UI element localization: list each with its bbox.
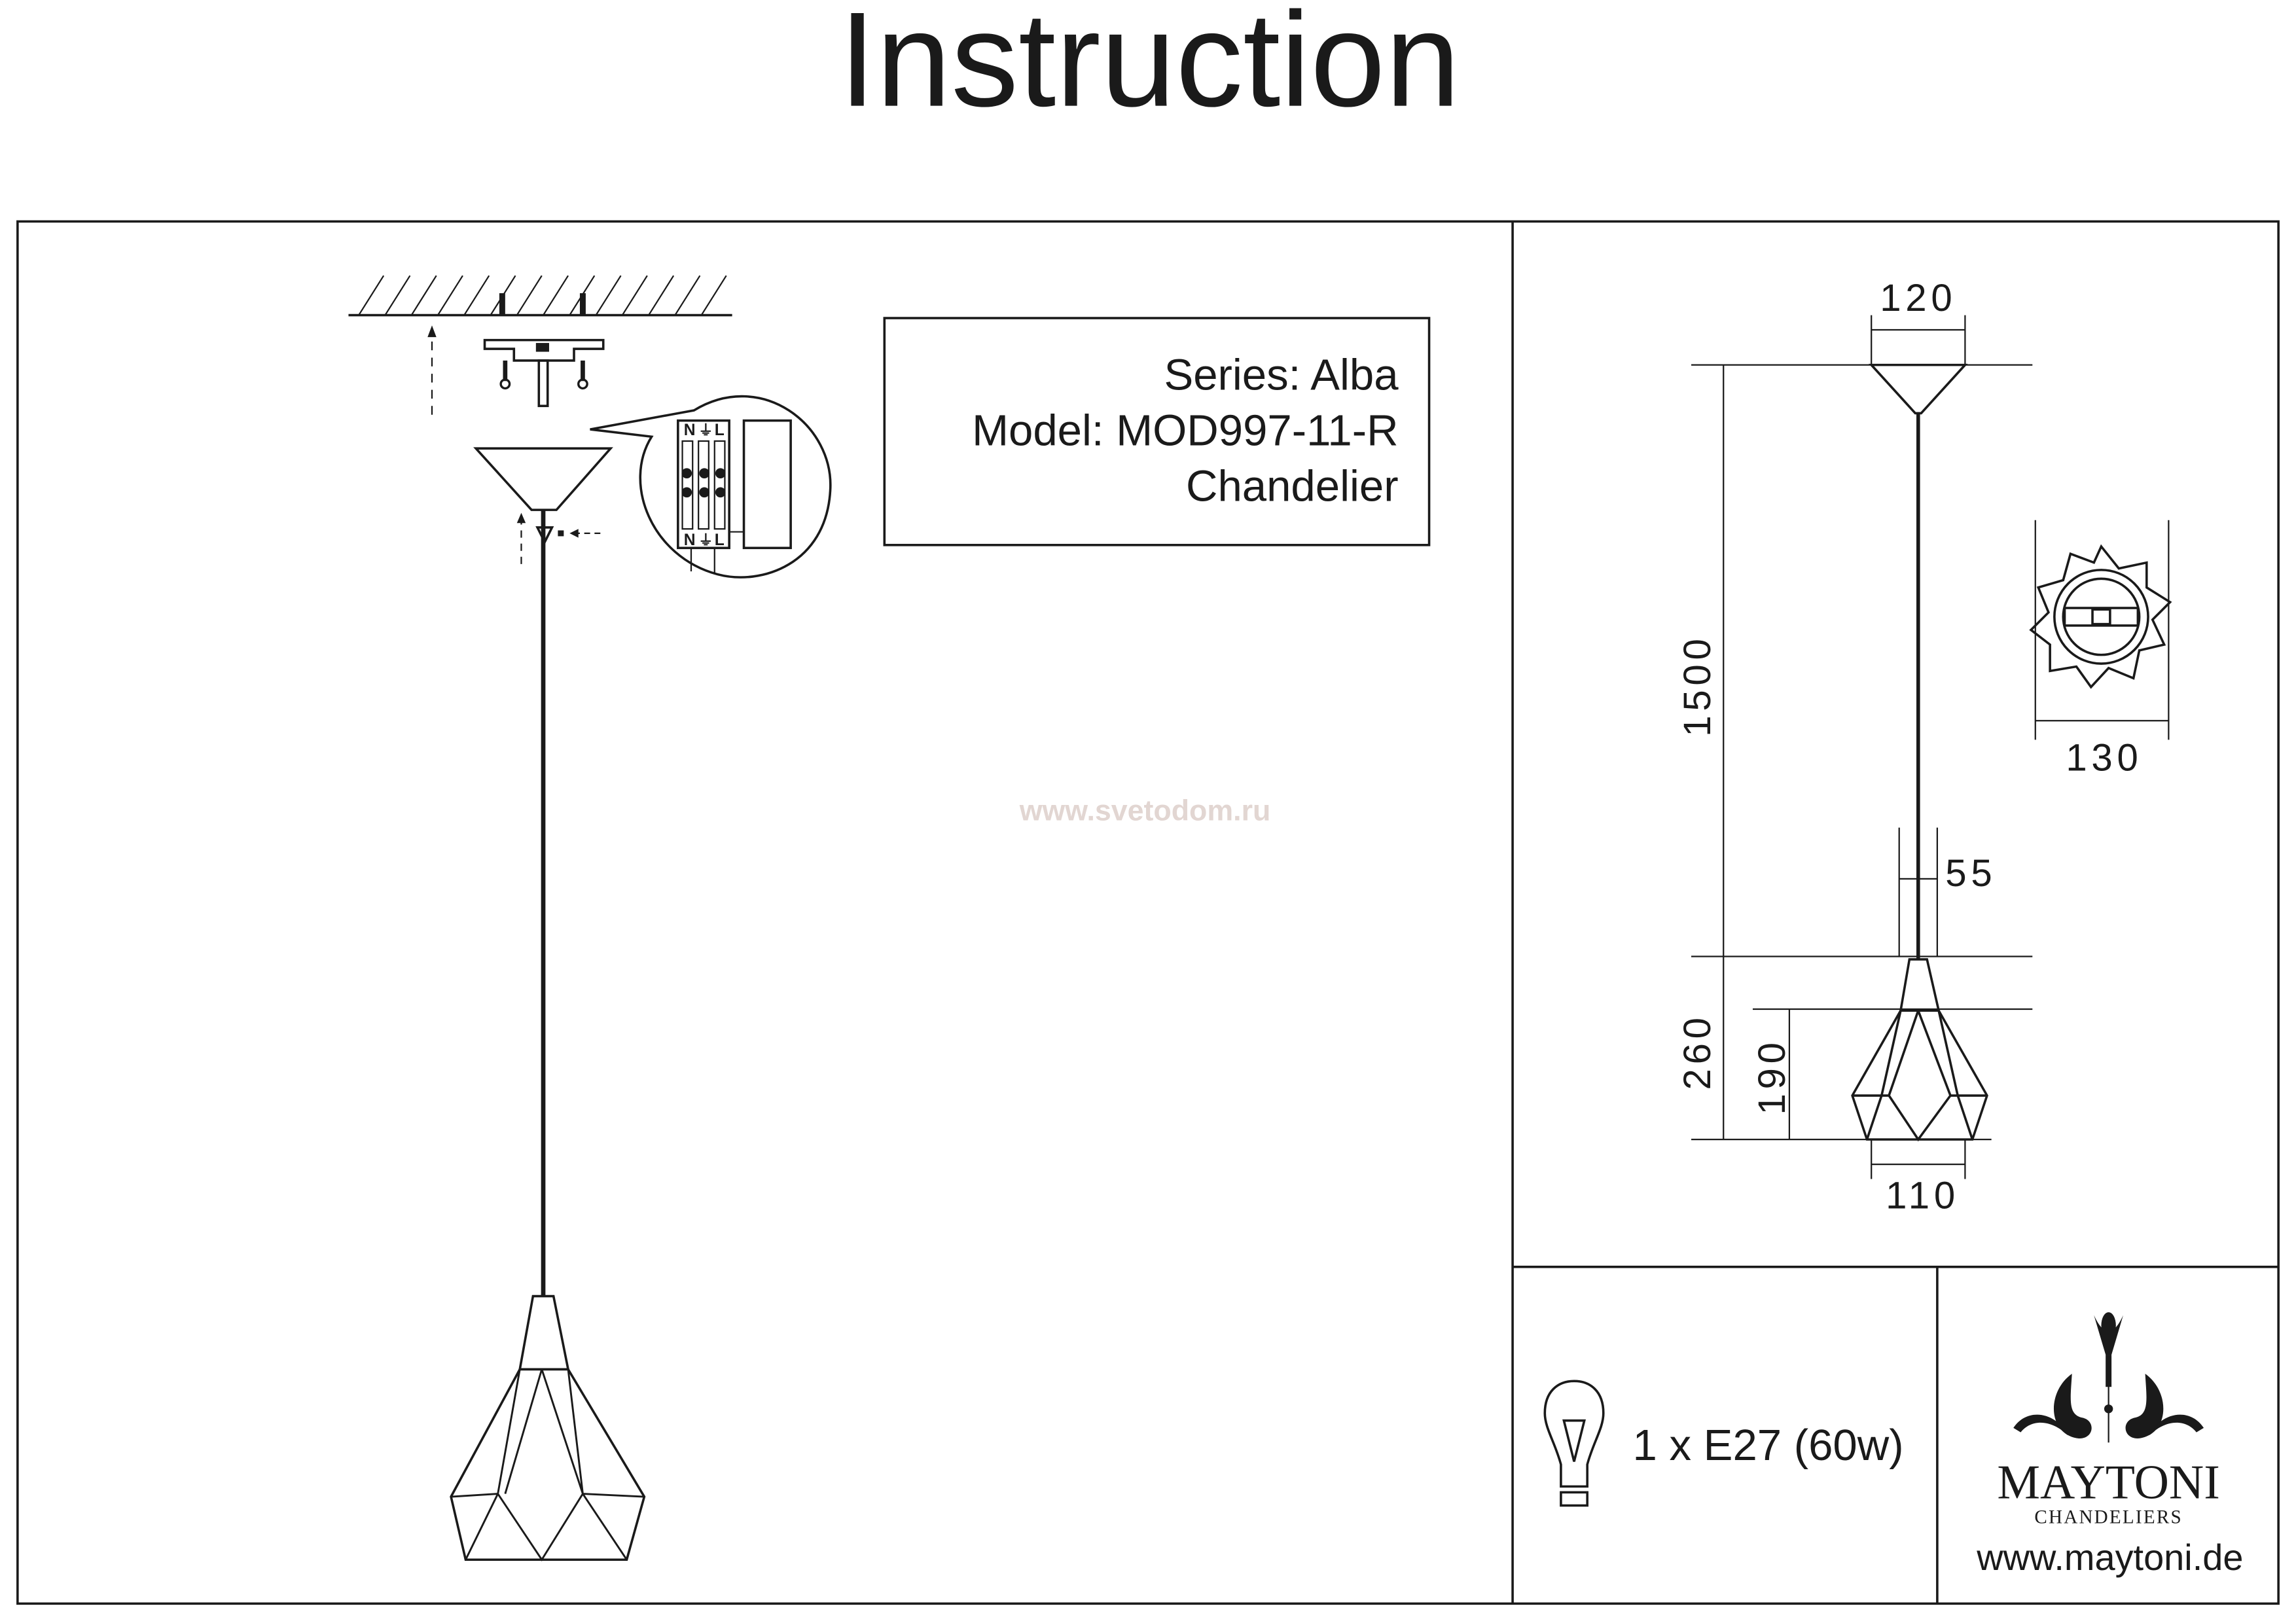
dim-canopy-top-width: 130: [2066, 736, 2142, 779]
canopy-top-view: [2029, 544, 2172, 689]
model-label: Model: MOD997-11-R: [972, 406, 1398, 455]
terminal-ground-label-bottom: ⏚: [698, 532, 713, 548]
mounting-bracket: [483, 338, 605, 362]
frame: [16, 220, 2280, 1605]
dimension-drawing: 120 1500 55 260 190 110 130: [1676, 277, 2172, 1217]
dim-cable-length: 1500: [1676, 634, 1719, 736]
product-type-label: Chandelier: [1186, 462, 1399, 511]
dim-cable-width: 55: [1945, 852, 1996, 895]
dim-total-height: 260: [1676, 1013, 1719, 1090]
dim-shade-width: 110: [1886, 1174, 1960, 1217]
series-label: Series: Alba: [1164, 351, 1399, 400]
installation-drawing: N ⏚ L N ⏚ L: [348, 275, 832, 1561]
brand-name: MAYTONI: [1997, 1455, 2219, 1508]
dim-shade-height: 190: [1751, 1038, 1793, 1115]
lamp-shade: [450, 1294, 646, 1561]
brand-website: www.maytoni.de: [1976, 1537, 2243, 1578]
lamp-spec: 1 x E27 (60w): [1543, 1380, 1904, 1507]
info-box: Series: Alba Model: MOD997-11-R Chandeli…: [883, 317, 1431, 546]
shade-side: [1851, 958, 1988, 1142]
brand-tagline: CHANDELIERS: [2034, 1507, 2183, 1527]
wiring-callout: [590, 395, 832, 579]
terminal-n-label: N: [684, 421, 696, 439]
canopy-side: [1869, 363, 1968, 415]
watermark: www.svetodom.ru: [1019, 794, 1271, 827]
page-title: Instruction: [838, 0, 1460, 135]
terminal-ground-label: ⏚: [698, 422, 713, 438]
terminal-l-label: L: [715, 421, 725, 439]
brand-block: MAYTONI CHANDELIERS www.maytoni.de: [1976, 1312, 2243, 1578]
canopy: [473, 447, 613, 511]
ceiling-hatching: [358, 275, 727, 316]
maytoni-logo: [2013, 1312, 2204, 1443]
lamp-spec-text: 1 x E27 (60w): [1633, 1421, 1904, 1470]
terminal-n-label-bottom: N: [684, 531, 696, 549]
dim-canopy-width: 120: [1880, 277, 1956, 319]
terminal-l-label-bottom: L: [715, 531, 725, 549]
light-bulb-icon: [1543, 1380, 1605, 1507]
